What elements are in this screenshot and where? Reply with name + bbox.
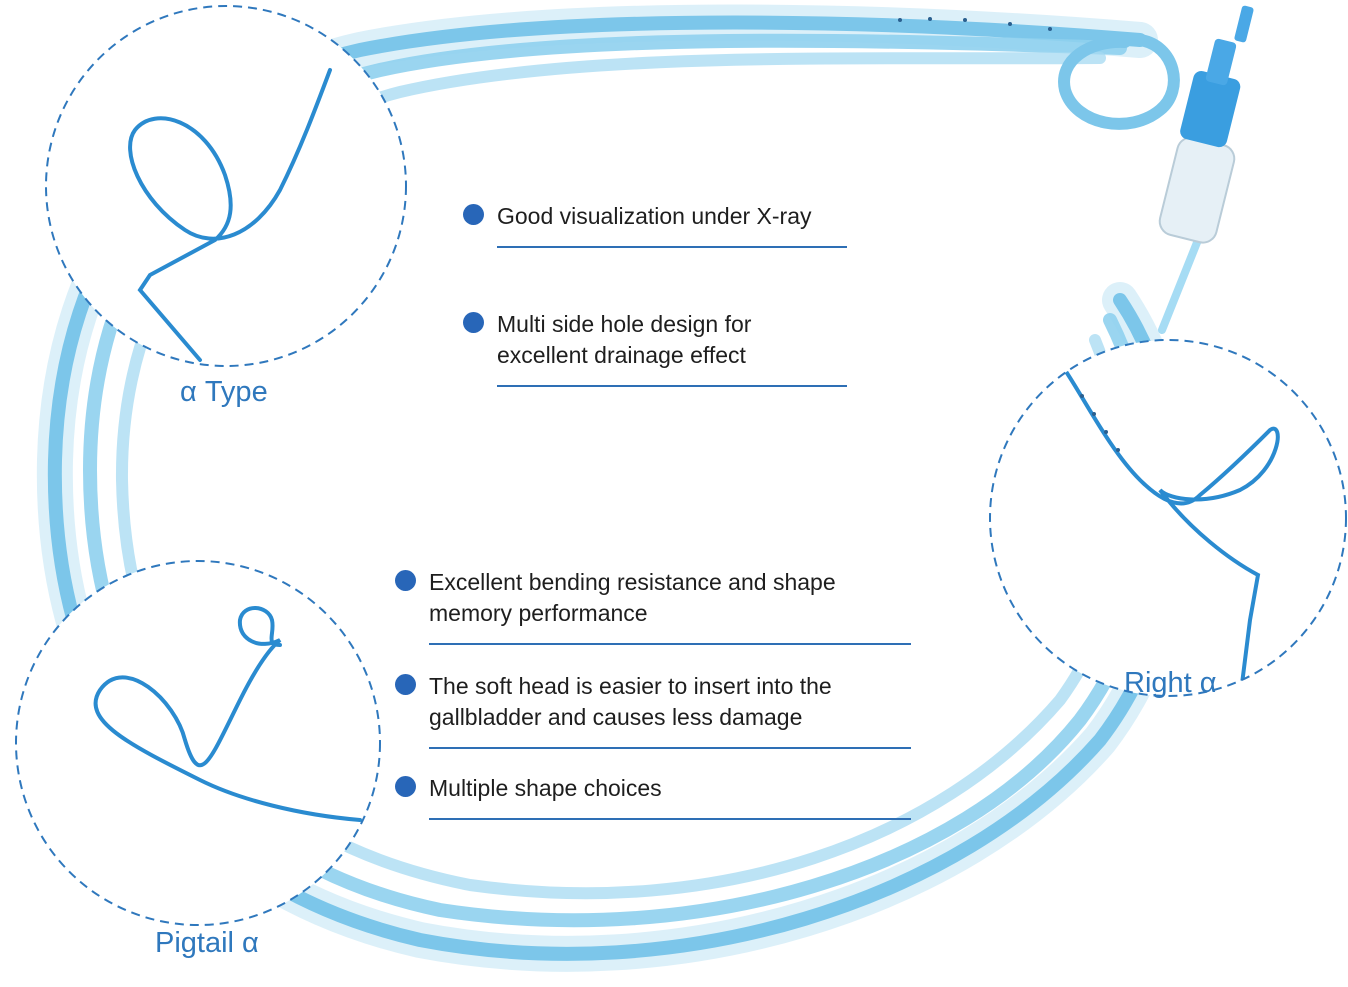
feature-item: Multiple shape choices <box>395 773 911 820</box>
bullet-icon <box>395 570 416 591</box>
pigtail-alpha-inset <box>15 560 381 926</box>
bullet-icon <box>395 776 416 797</box>
alpha-type-inset <box>45 5 407 367</box>
feature-item: Excellent bending resistance and shape m… <box>395 567 911 645</box>
feature-text: Multi side hole design for excellent dra… <box>497 311 752 368</box>
divider <box>429 643 911 645</box>
right-alpha-inset <box>989 339 1347 697</box>
caption-pigtail-alpha: Pigtail α <box>155 927 259 959</box>
divider <box>429 818 911 820</box>
luer-connector <box>1158 5 1254 334</box>
caption-right-alpha: Right α <box>1124 667 1217 699</box>
divider <box>497 246 847 248</box>
feature-item: Good visualization under X-ray <box>463 201 847 248</box>
bullet-icon <box>395 674 416 695</box>
feature-text: The soft head is easier to insert into t… <box>429 673 832 730</box>
feature-item: Multi side hole design for excellent dra… <box>463 309 847 387</box>
feature-text: Excellent bending resistance and shape m… <box>429 569 836 626</box>
bullet-icon <box>463 204 484 225</box>
feature-text: Multiple shape choices <box>429 775 662 801</box>
divider <box>429 747 911 749</box>
bullet-icon <box>463 312 484 333</box>
caption-alpha-type: α Type <box>180 376 268 408</box>
feature-text: Good visualization under X-ray <box>497 203 812 229</box>
feature-item: The soft head is easier to insert into t… <box>395 671 911 749</box>
divider <box>497 385 847 387</box>
